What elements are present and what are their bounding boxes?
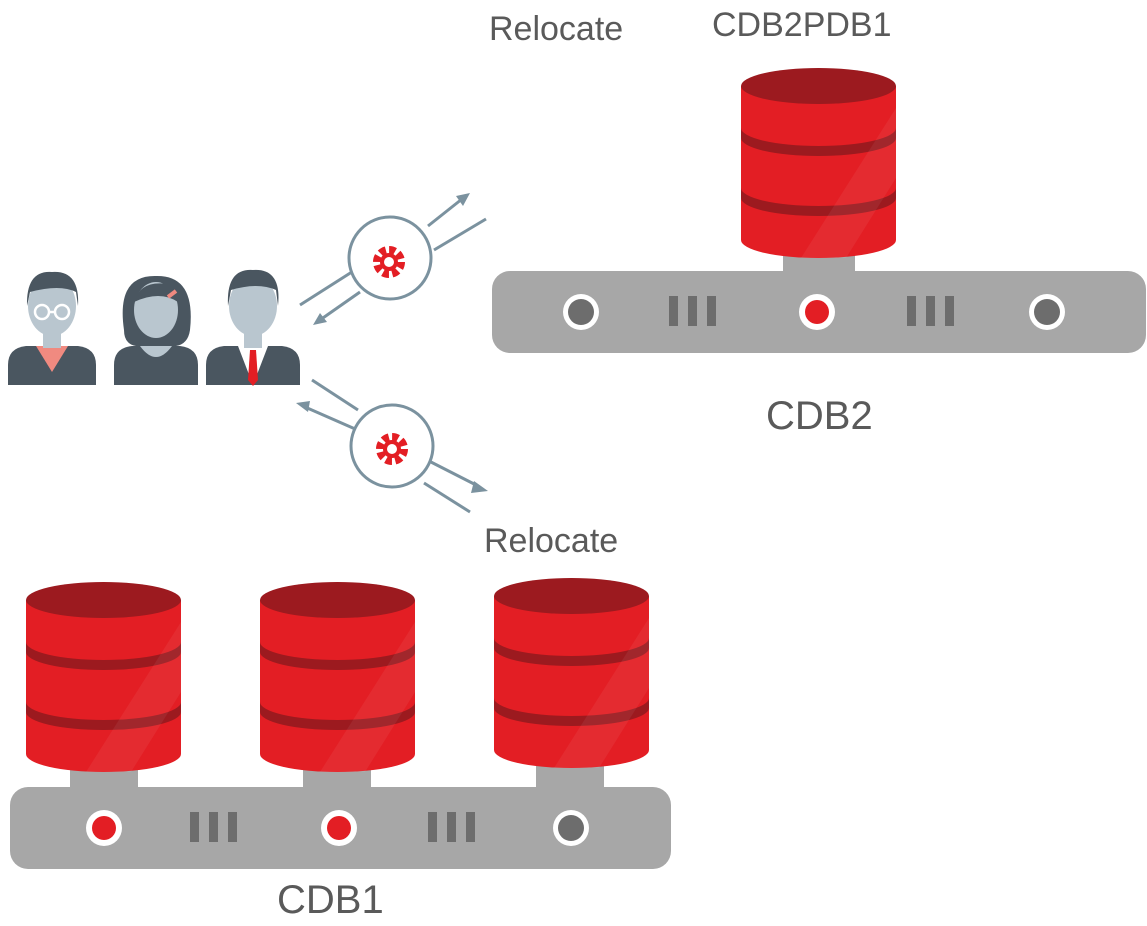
cdb2pdb1-database-icon	[741, 68, 896, 258]
man-with-glasses-icon	[8, 271, 96, 385]
cdb1-database-icon-1	[26, 582, 181, 772]
cdb1-database-icon-2	[260, 582, 415, 772]
cdb1-server	[10, 765, 671, 869]
relocate-label-bottom: Relocate	[484, 522, 619, 560]
cdb1-database-icon-3	[494, 578, 649, 768]
cdb2-label: CDB2	[766, 394, 873, 438]
cdb1-label: CDB1	[277, 878, 384, 922]
businessman-icon	[206, 269, 300, 386]
woman-icon	[114, 275, 198, 385]
pdb-name-label: CDB2PDB1	[712, 6, 892, 44]
users-group	[8, 269, 300, 386]
relocate-label-top: Relocate	[489, 10, 624, 48]
cdb2-server	[492, 255, 1146, 353]
